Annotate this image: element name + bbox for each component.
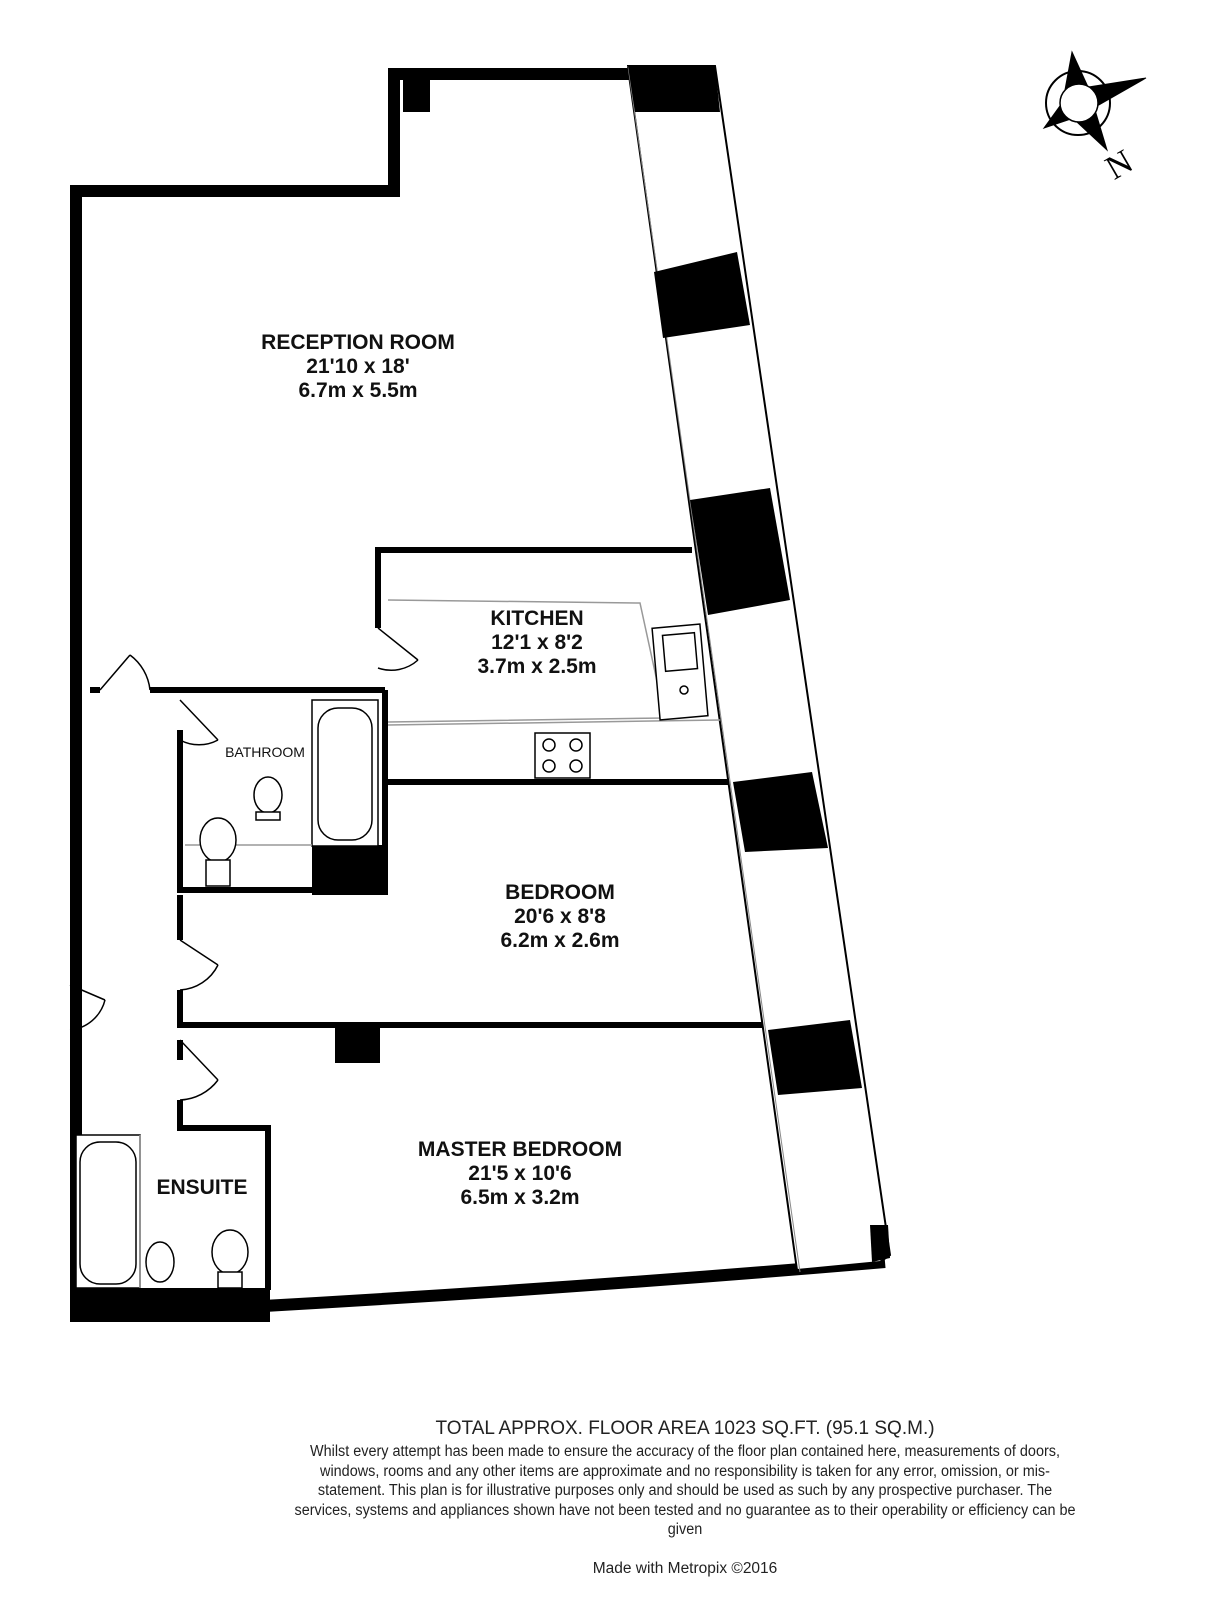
compass-north-label: N xyxy=(1100,143,1140,187)
disclaimer: Whilst every attempt has been made to en… xyxy=(294,1443,1076,1538)
room-name: RECEPTION ROOM xyxy=(261,331,455,354)
room-label-master-bedroom: MASTER BEDROOM 21'5 x 10'6 6.5m x 3.2m xyxy=(418,1138,622,1210)
hob-icon xyxy=(534,732,591,779)
room-size-imperial: 21'10 x 18' xyxy=(306,355,410,378)
room-label-reception: RECEPTION ROOM 21'10 x 18' 6.7m x 5.5m xyxy=(261,331,455,403)
room-label-kitchen: KITCHEN 12'1 x 8'2 3.7m x 2.5m xyxy=(477,607,596,679)
room-size-metric: 6.5m x 3.2m xyxy=(460,1186,580,1209)
room-name: KITCHEN xyxy=(490,607,584,630)
room-label-bedroom: BEDROOM 20'6 x 8'8 6.2m x 2.6m xyxy=(500,881,619,953)
kitchen-worktop xyxy=(387,599,721,726)
room-size-metric: 3.7m x 2.5m xyxy=(477,655,597,678)
ensuite-fixtures xyxy=(75,1134,249,1289)
compass-icon: N xyxy=(1042,50,1147,187)
credit: Made with Metropix ©2016 xyxy=(592,1560,778,1577)
room-name: BEDROOM xyxy=(505,881,615,904)
room-name: MASTER BEDROOM xyxy=(417,1138,623,1161)
bathroom-fixtures xyxy=(185,699,379,887)
room-label-ensuite: ENSUITE xyxy=(156,1176,247,1200)
room-size-imperial: 21'5 x 10'6 xyxy=(468,1162,572,1185)
room-size-imperial: 12'1 x 8'2 xyxy=(491,631,583,654)
room-size-metric: 6.7m x 5.5m xyxy=(298,379,418,402)
wall-block xyxy=(335,1028,380,1063)
east-facade xyxy=(403,65,892,1273)
wall-block xyxy=(312,845,385,895)
doors xyxy=(69,627,419,1101)
room-name: ENSUITE xyxy=(156,1176,248,1199)
room-size-metric: 6.2m x 2.6m xyxy=(500,929,620,952)
room-label-bathroom: BATHROOM xyxy=(225,740,305,764)
room-size-imperial: 20'6 x 8'8 xyxy=(514,905,606,928)
sink-icon xyxy=(651,623,709,721)
total-floor-area: TOTAL APPROX. FLOOR AREA 1023 SQ.FT. (95… xyxy=(435,1418,935,1439)
wall-block xyxy=(70,1288,270,1322)
room-name: BATHROOM xyxy=(225,744,305,760)
